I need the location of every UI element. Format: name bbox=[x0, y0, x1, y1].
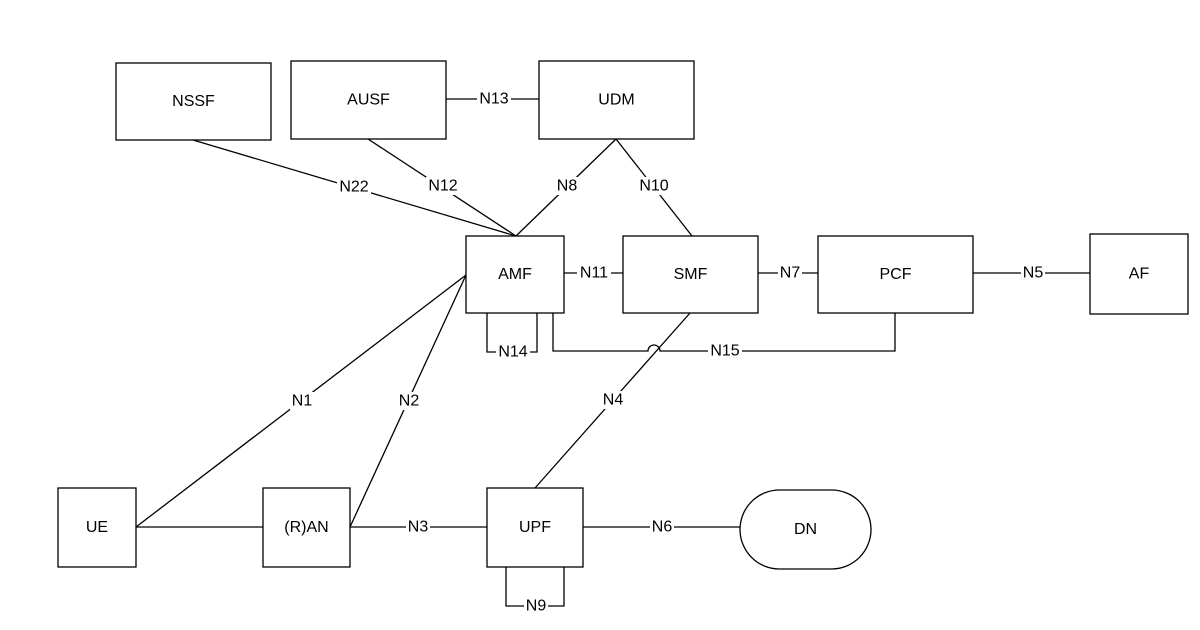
label-n5-text: N5 bbox=[1023, 265, 1044, 282]
label-n11-text: N11 bbox=[580, 265, 608, 282]
node-ue-label: UE bbox=[86, 519, 108, 536]
label-n13: N13 bbox=[477, 90, 511, 108]
node-nssf-label: NSSF bbox=[172, 93, 215, 110]
node-dn-label: DN bbox=[794, 521, 817, 538]
node-ue: UE bbox=[57, 487, 137, 568]
label-n1-text: N1 bbox=[292, 393, 313, 410]
label-n12: N12 bbox=[426, 177, 460, 195]
node-ran-label: (R)AN bbox=[284, 519, 328, 536]
label-n22: N22 bbox=[337, 178, 371, 196]
label-n9: N9 bbox=[524, 597, 548, 615]
label-n13-text: N13 bbox=[479, 91, 508, 108]
node-udm: UDM bbox=[538, 60, 695, 140]
label-n10: N10 bbox=[637, 177, 671, 195]
node-upf-label: UPF bbox=[519, 519, 551, 536]
label-n4: N4 bbox=[601, 391, 625, 409]
label-n10-text: N10 bbox=[639, 178, 668, 195]
label-n7: N7 bbox=[778, 264, 802, 282]
link-amf-pcf-n15 bbox=[552, 313, 896, 352]
node-nssf: NSSF bbox=[115, 62, 272, 141]
label-n6-text: N6 bbox=[652, 519, 673, 536]
node-udm-label: UDM bbox=[598, 92, 634, 109]
node-amf-label: AMF bbox=[498, 266, 532, 283]
label-n15-text: N15 bbox=[710, 343, 739, 360]
node-af-label: AF bbox=[1129, 266, 1150, 283]
node-ausf-label: AUSF bbox=[347, 92, 390, 109]
label-n7-text: N7 bbox=[780, 265, 801, 282]
label-n2-text: N2 bbox=[399, 393, 420, 410]
node-pcf-label: PCF bbox=[880, 266, 912, 283]
label-n15: N15 bbox=[708, 342, 742, 360]
label-n8-text: N8 bbox=[557, 178, 578, 195]
node-ran: (R)AN bbox=[262, 487, 351, 568]
node-dn: DN bbox=[739, 489, 872, 570]
label-n14: N14 bbox=[496, 343, 530, 361]
label-n1: N1 bbox=[290, 392, 314, 410]
node-upf: UPF bbox=[486, 487, 584, 568]
node-smf-label: SMF bbox=[674, 266, 708, 283]
label-n3-text: N3 bbox=[408, 519, 429, 536]
label-n9-text: N9 bbox=[526, 598, 547, 615]
label-n14-text: N14 bbox=[498, 344, 527, 361]
label-n12-text: N12 bbox=[428, 178, 457, 195]
node-ausf: AUSF bbox=[290, 60, 447, 140]
label-n4-text: N4 bbox=[603, 392, 624, 409]
label-n3: N3 bbox=[406, 518, 430, 536]
node-af: AF bbox=[1089, 233, 1189, 315]
node-amf: AMF bbox=[465, 235, 565, 314]
label-n5: N5 bbox=[1021, 264, 1045, 282]
label-n8: N8 bbox=[555, 177, 579, 195]
label-n11: N11 bbox=[577, 264, 611, 282]
label-n22-text: N22 bbox=[339, 179, 368, 196]
node-smf: SMF bbox=[622, 235, 759, 314]
label-n2: N2 bbox=[397, 392, 421, 410]
label-n6: N6 bbox=[650, 518, 674, 536]
node-pcf: PCF bbox=[817, 235, 974, 314]
